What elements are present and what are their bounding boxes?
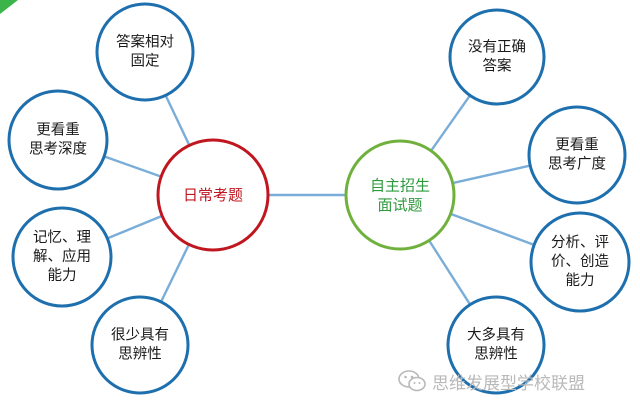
left-node-3-text-line: 能力 [48, 267, 77, 284]
left-node-3-circle [11, 206, 113, 308]
right-node-3-text-line: 分析、评 [551, 234, 609, 251]
left-node-1-text-line: 固定 [131, 52, 160, 69]
left-node-1-text-line: 答案相对 [116, 33, 174, 51]
right-center-node-text-line: 自主招生 [370, 176, 430, 194]
right-node-1-text-line: 答案 [483, 56, 512, 74]
left-center-node-circle [156, 138, 270, 252]
connector-lines [103, 94, 535, 306]
right-node-4-text-line: 思辨性 [474, 345, 518, 362]
right-node-4-circle [446, 295, 546, 395]
right-center-node-circle [344, 139, 456, 251]
right-node-1-circle [448, 8, 546, 106]
right-connector [452, 164, 531, 185]
right-center-node-text-line: 面试题 [377, 196, 422, 214]
right-connector [428, 239, 472, 306]
right-node-3-text-line: 能力 [566, 272, 595, 289]
left-node-1-circle [95, 2, 195, 102]
right-node-2-text-line: 思考广度 [548, 155, 606, 172]
watermark-text: 思维发展型学校联盟 [432, 373, 585, 394]
left-connector [164, 94, 191, 146]
right-node-3-text-line: 价、创造 [551, 253, 609, 270]
right-node-2-text-line: 更看重 [555, 137, 599, 154]
right-node-3-circle [529, 211, 631, 313]
right-node-1-text-line: 没有正确 [468, 39, 526, 56]
left-center-node-text-line: 日常考题 [183, 186, 243, 204]
right-connector [450, 212, 535, 247]
right-node-4-text-line: 大多具有 [467, 327, 525, 344]
left-node-4-text-line: 思辨性 [118, 345, 162, 362]
left-node-2-text-line: 更看重 [36, 122, 80, 139]
left-connector [159, 243, 191, 303]
left-node-2-text-line: 思考深度 [29, 140, 87, 157]
left-node-3-text-line: 解、应用 [33, 247, 91, 265]
left-node-3-text-line: 记忆、理 [33, 229, 91, 246]
wechat-icon [398, 370, 426, 392]
right-connector [430, 94, 471, 152]
left-node-4-text-line: 很少具有 [111, 327, 169, 344]
left-center-node: 日常考题 [156, 138, 270, 252]
left-connector [106, 214, 163, 240]
left-connector [103, 155, 162, 178]
right-node-2-circle [527, 105, 627, 205]
left-node-2-circle [7, 89, 109, 191]
left-node-4-circle [90, 295, 190, 395]
watermark: 思维发展型学校联盟 [398, 368, 585, 394]
diagram-nodes: 日常考题自主招生面试题答案相对固定更看重思考深度记忆、理解、应用能力很少具有思辨… [7, 2, 631, 395]
